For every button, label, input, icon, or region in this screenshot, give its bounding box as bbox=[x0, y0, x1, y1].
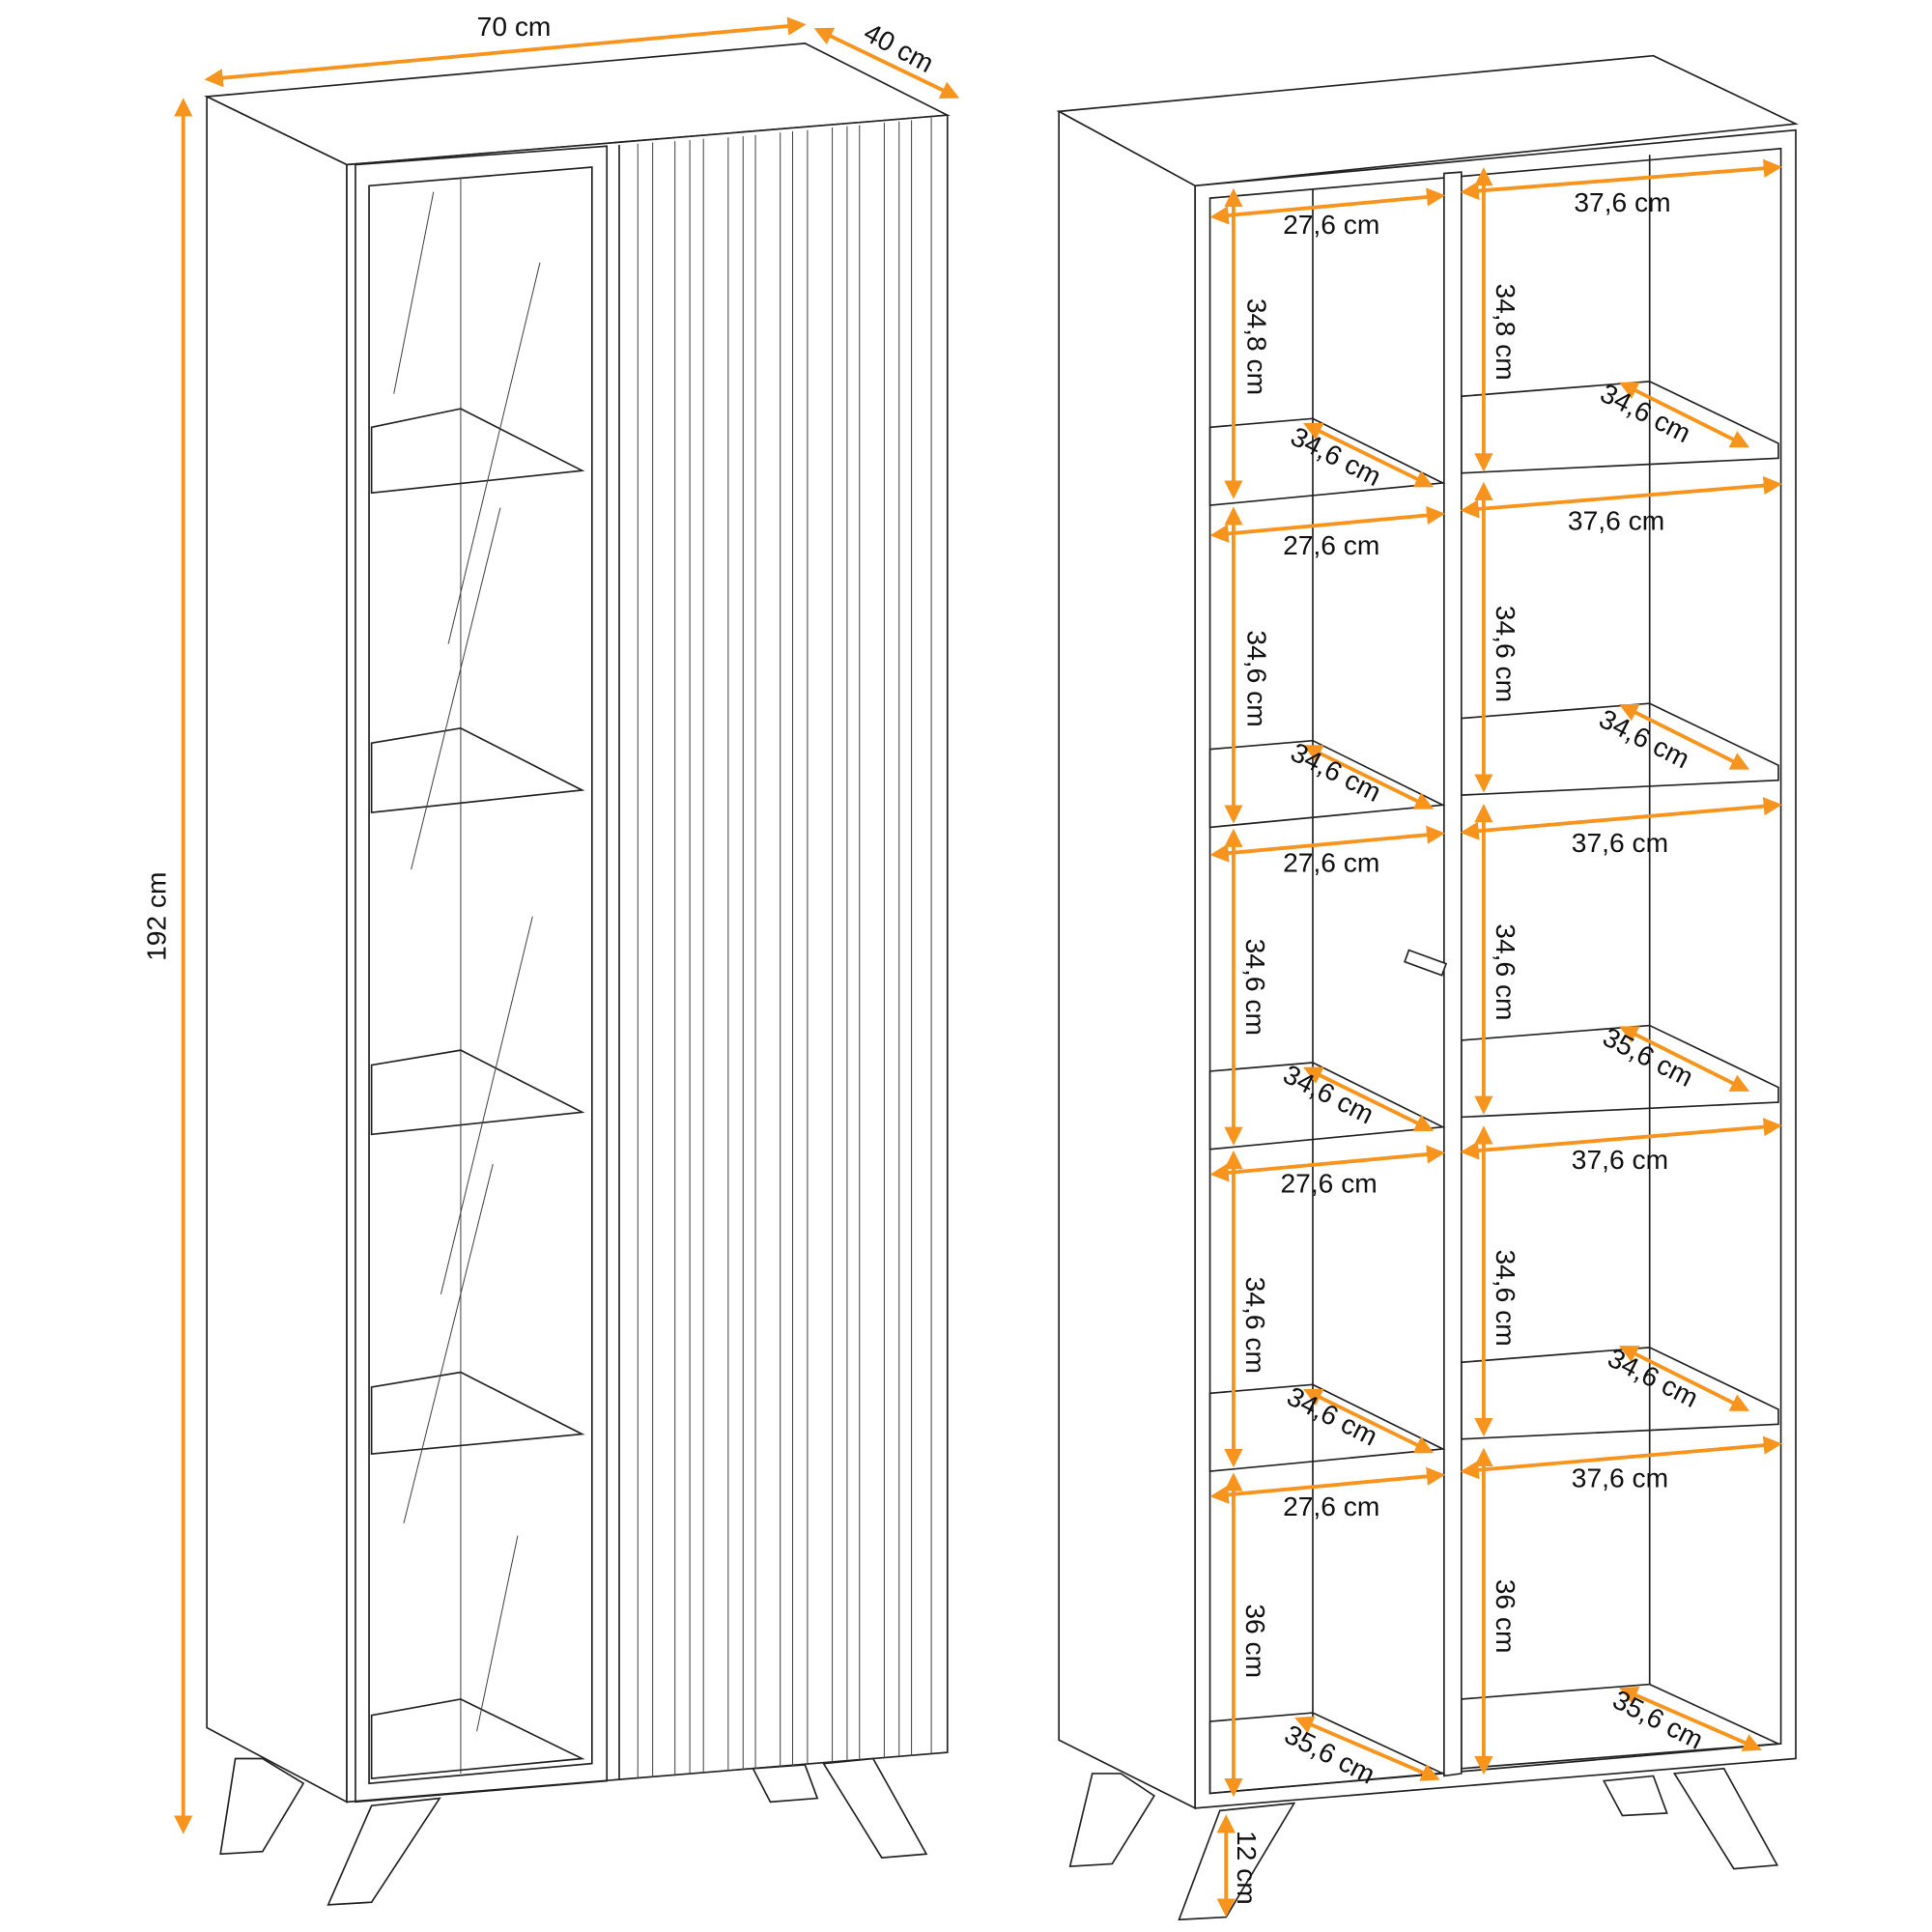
dimension-arrows bbox=[1209, 158, 1782, 1918]
right-width-label: 37,6 cm bbox=[1572, 827, 1668, 858]
glass-shelves bbox=[370, 408, 585, 1779]
left-width-label: 27,6 cm bbox=[1283, 209, 1379, 240]
cabinet-side bbox=[206, 95, 348, 1804]
center-divider bbox=[1443, 171, 1463, 1777]
right-width-label: 37,6 cm bbox=[1572, 1144, 1668, 1175]
right-height-label: 36 cm bbox=[1491, 1579, 1521, 1654]
right-height-label: 34,6 cm bbox=[1491, 1249, 1521, 1346]
cabinet-side bbox=[1058, 109, 1197, 1810]
left-height-label: 36 cm bbox=[1240, 1604, 1271, 1678]
cabinet-front bbox=[346, 114, 949, 1804]
slatted-door bbox=[618, 117, 932, 1780]
closed-cabinet: 70 cm 40 cm 192 cm bbox=[141, 11, 960, 1906]
glass-door bbox=[355, 145, 609, 1804]
right-height-label: 34,6 cm bbox=[1491, 923, 1521, 1020]
right-shelves bbox=[1460, 381, 1782, 1770]
depth-dimension-arrow bbox=[813, 27, 960, 99]
right-width-label: 37,6 cm bbox=[1572, 1463, 1668, 1493]
left-height-label: 34,6 cm bbox=[1240, 939, 1271, 1036]
left-shelves bbox=[1208, 417, 1446, 1795]
left-height-label: 34,8 cm bbox=[1241, 298, 1272, 395]
left-width-label: 27,6 cm bbox=[1283, 1491, 1379, 1521]
right-width-label: 37,6 cm bbox=[1574, 186, 1670, 217]
left-width-label: 27,6 cm bbox=[1283, 846, 1379, 877]
glass-reflection-lines bbox=[393, 191, 541, 1732]
left-height-label: 34,6 cm bbox=[1240, 1277, 1271, 1374]
legs bbox=[219, 1757, 928, 1906]
right-height-label: 34,8 cm bbox=[1491, 283, 1521, 380]
left-width-label: 27,6 cm bbox=[1283, 529, 1379, 560]
open-cabinet: 27,6 cm 27,6 cm 27,6 cm 27,6 cm 27,6 cm … bbox=[1056, 54, 1800, 1921]
door-handle-icon bbox=[1404, 949, 1448, 977]
leg-height-label: 12 cm bbox=[1232, 1831, 1263, 1905]
right-height-label: 34,6 cm bbox=[1491, 606, 1521, 702]
left-height-label: 34,6 cm bbox=[1241, 630, 1272, 726]
right-width-label: 37,6 cm bbox=[1568, 504, 1664, 535]
width-label: 70 cm bbox=[477, 11, 552, 42]
width-dimension-arrow bbox=[204, 16, 807, 88]
legs bbox=[1068, 1767, 1779, 1921]
left-width-label: 27,6 cm bbox=[1281, 1167, 1378, 1198]
height-label: 192 cm bbox=[141, 871, 172, 960]
